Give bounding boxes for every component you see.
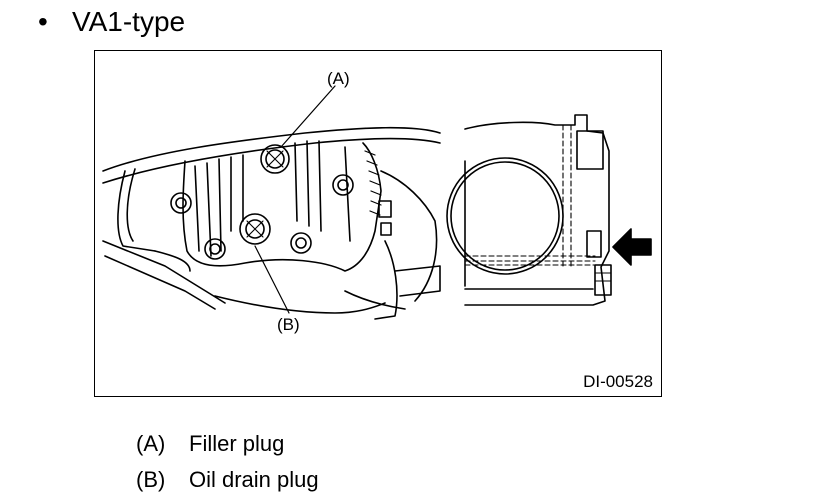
differential-rear-view <box>446 114 652 306</box>
legend-label: Filler plug <box>189 431 285 456</box>
legend-item: (B) Oil drain plug <box>136 462 319 498</box>
callout-a: (A) <box>327 69 350 88</box>
legend-key: (B) <box>136 467 166 492</box>
figure-id: DI-00528 <box>583 372 653 391</box>
differential-drawing <box>102 85 652 320</box>
callout-b: (B) <box>277 315 300 334</box>
legend-key: (A) <box>136 431 166 456</box>
legend-label: Oil drain plug <box>189 467 319 492</box>
legend-item: (A) Filler plug <box>136 426 319 462</box>
heading-title: VA1-type <box>72 6 186 37</box>
section-heading: • VA1-type <box>38 4 185 40</box>
differential-side-view <box>102 85 441 320</box>
bullet: • <box>38 6 48 37</box>
legend: (A) Filler plug (B) Oil drain plug <box>136 426 319 498</box>
differential-illustration: (A) (B) DI-00528 <box>94 50 662 397</box>
